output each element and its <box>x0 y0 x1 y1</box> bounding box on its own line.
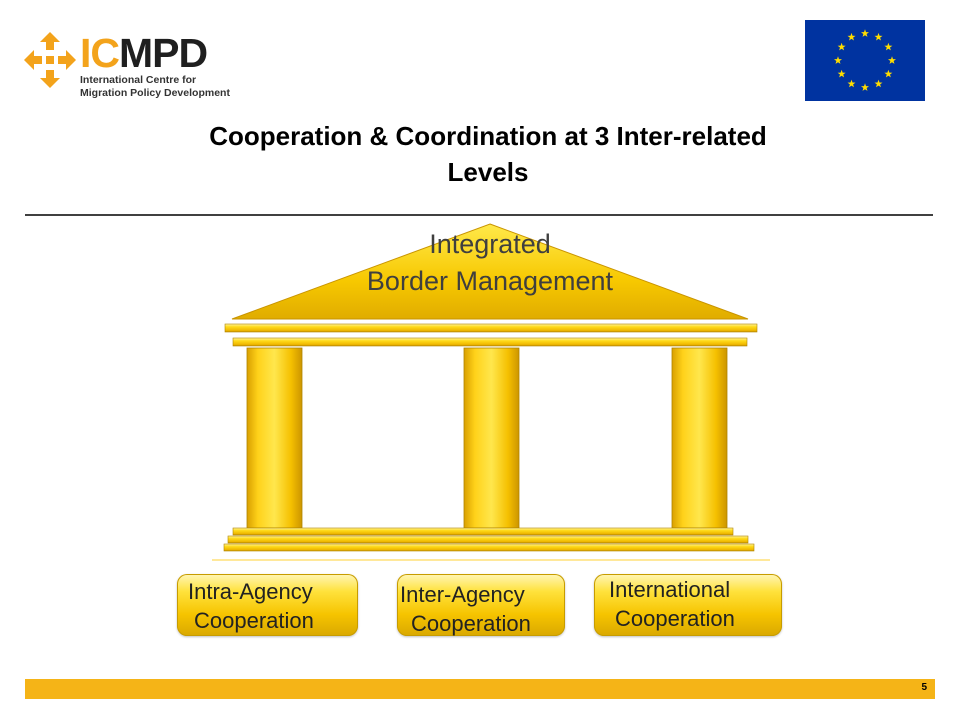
page-number: 5 <box>921 682 927 693</box>
eu-star-icon <box>874 32 883 41</box>
pediment-label: Integrated Border Management <box>366 229 614 296</box>
eu-star-icon <box>847 79 856 88</box>
icmpd-logo: ICMPD International Centre for Migration… <box>22 24 252 104</box>
logo-subtitle: International Centre for Migration Polic… <box>80 74 230 99</box>
temple-step-top <box>232 527 734 536</box>
eu-star-icon <box>884 42 893 51</box>
intra-agency-label: Intra-Agency Cooperation <box>177 574 358 636</box>
footer-bar: 5 <box>25 679 935 699</box>
title-divider <box>25 214 933 216</box>
eu-star-icon <box>861 29 869 37</box>
international-label: International Cooperation <box>594 574 782 636</box>
inter-agency-label: Inter-Agency Cooperation <box>397 574 565 636</box>
eu-flag-icon <box>805 20 925 101</box>
temple-architrave <box>232 337 748 347</box>
temple-pediment <box>231 223 749 320</box>
eu-star-icon <box>847 32 856 41</box>
eu-star-icon <box>834 56 842 64</box>
temple-step-bottom <box>223 543 755 552</box>
temple-cornice <box>224 323 758 333</box>
slide-title: Cooperation & Coordination at 3 Inter-re… <box>209 121 767 187</box>
eu-star-icon <box>888 56 896 64</box>
temple-pillar-left <box>246 347 303 529</box>
logo-acronym: ICMPD <box>80 30 208 76</box>
eu-star-icon <box>837 69 846 78</box>
temple-step-middle <box>227 535 749 544</box>
temple-diagram <box>212 223 770 561</box>
temple-pillar-center <box>463 347 520 529</box>
eu-star-icon <box>884 69 893 78</box>
eu-star-icon <box>874 79 883 88</box>
eu-star-icon <box>861 83 869 91</box>
eu-star-icon <box>837 42 846 51</box>
icmpd-arrows-icon <box>24 32 76 88</box>
temple-pillar-right <box>671 347 728 529</box>
